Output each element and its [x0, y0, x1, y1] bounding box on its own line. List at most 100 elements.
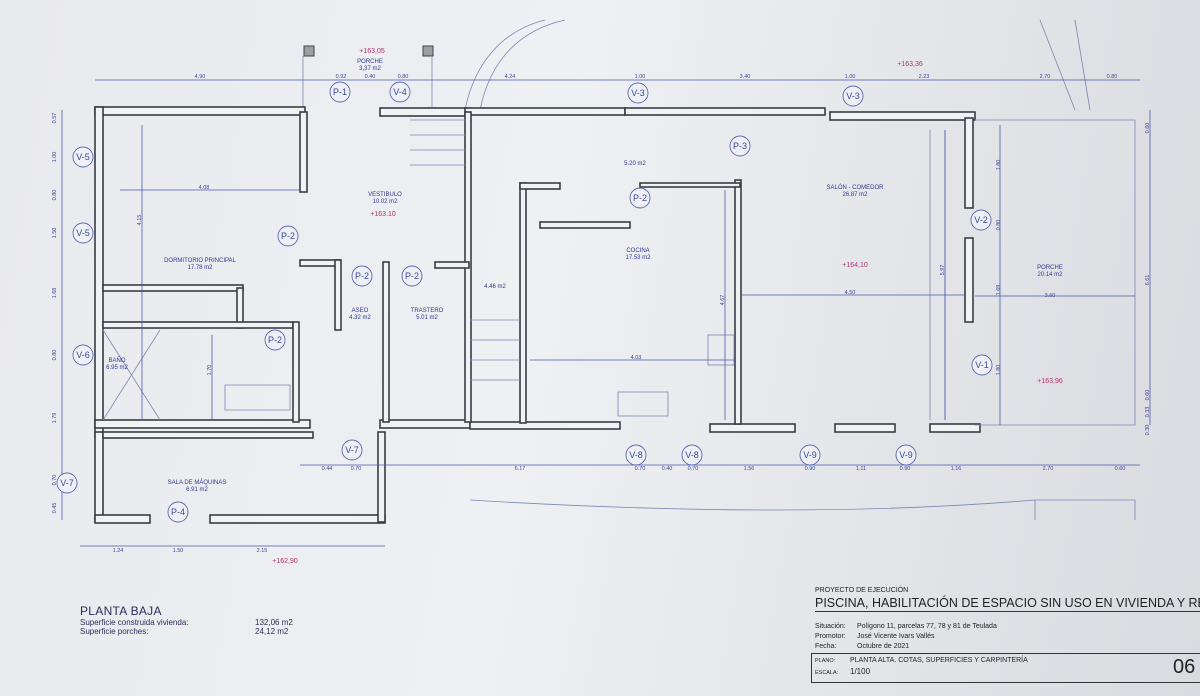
tag-label: P-2: [268, 335, 282, 345]
dimension-label: 0.44: [322, 466, 333, 472]
dimension-label: 0.60: [1145, 123, 1151, 134]
room-name: PORCHE: [1037, 265, 1063, 271]
room-name: DORMITORIO PRINCIPAL: [164, 258, 236, 264]
escala: 1/100: [850, 667, 871, 676]
tag-circle: [329, 81, 351, 103]
dimension-label: 1.00: [52, 152, 58, 163]
tag-label: V-8: [629, 450, 643, 460]
legend-label: Superficie construida vivienda:: [80, 618, 189, 627]
title-block: PROYECTO DE EJECUCIÓN PISCINA, HABILITAC…: [805, 587, 1200, 687]
dimension-label: 1.56: [744, 466, 755, 472]
tag-circle: [277, 225, 299, 247]
sheet-number: 06: [1173, 656, 1196, 678]
site-curve: [479, 19, 566, 111]
tag-circle: [167, 501, 189, 523]
room-area: 6.91 m2: [186, 487, 208, 493]
dimension-label: 0.90: [900, 466, 911, 472]
level-mark: +164,10: [842, 262, 868, 269]
dimension-label: 3.40: [740, 74, 751, 80]
dimension-label: 0.70: [635, 466, 646, 472]
bath-fixtures: [102, 329, 291, 421]
room-area: 4.46 m2: [484, 284, 506, 290]
tag-label: P-2: [281, 231, 295, 241]
tag-circle: [401, 265, 423, 287]
room-name: ASEO: [352, 308, 369, 314]
level-mark: +163,05: [359, 48, 385, 55]
promotor-label: Promotor:: [815, 633, 846, 640]
dimension-label: 1.00: [635, 74, 646, 80]
tag-label: V-2: [974, 215, 988, 225]
sink: [617, 391, 669, 417]
fecha: Octubre de 2021: [857, 643, 910, 650]
carpentry-tag: P-1: [329, 81, 351, 103]
carpentry-tag: V-5: [72, 222, 94, 244]
dimension-label: 1.11: [856, 466, 866, 472]
tag-label: P-4: [171, 507, 185, 517]
carpentry-tag: V-2: [970, 209, 992, 231]
room-name: VESTIBULO: [368, 192, 402, 198]
dimension-label: 0.80: [996, 220, 1002, 231]
dimension-label: 0.70: [52, 475, 58, 486]
room-area: 17.53 m2: [625, 255, 651, 261]
tag-circle: [264, 329, 286, 351]
escala-label: ESCALA:: [815, 670, 839, 676]
room-area: 4.32 m2: [349, 315, 371, 321]
level-mark: +163,36: [897, 61, 923, 68]
dimension-label: 4.08: [199, 185, 210, 191]
carpentry-tag: V-7: [56, 472, 78, 494]
tag-circle: [56, 472, 78, 494]
dimension-label: 0.80: [52, 350, 58, 361]
plano-box: [811, 653, 1200, 683]
dimension-label: 6.17: [515, 466, 526, 472]
cooktop: [707, 334, 735, 366]
tag-label: V-5: [76, 152, 90, 162]
project-title: PISCINA, HABILITACIÓN DE ESPACIO SIN USO…: [815, 596, 1200, 612]
plano-label: PLANO:: [815, 658, 836, 664]
legend-value: 24,12 m2: [255, 627, 289, 636]
room-area: 17.78 m2: [187, 265, 213, 271]
legend-label: Superficie porches:: [80, 627, 149, 636]
legend-row: Superficie porches: 24,12 m2: [80, 627, 293, 636]
dimension-label: 0.60: [1115, 466, 1126, 472]
level-mark: +163,96: [1037, 378, 1063, 385]
dimension-lines: [61, 79, 1151, 547]
tag-label: V-3: [631, 88, 645, 98]
tag-label: V-8: [685, 450, 699, 460]
tag-circle: [627, 82, 649, 104]
dimension-label: 2.23: [919, 74, 930, 80]
tag-circle: [971, 354, 993, 376]
dimension-label: 0.60: [1145, 390, 1151, 401]
legend-row: Superficie construida vivienda:132,06 m2: [80, 618, 293, 627]
carpentry-tag: P-2: [264, 329, 286, 351]
dimension-label: 0.45: [52, 503, 58, 514]
dimension-label: 2.15: [257, 548, 268, 554]
dimension-label: 4.03: [631, 355, 642, 361]
tag-label: V-1: [975, 360, 989, 370]
tag-label: V-5: [76, 228, 90, 238]
dimension-label: 1.69: [996, 285, 1002, 296]
carpentry-tag: V-4: [389, 81, 411, 103]
carpentry-tag: V-3: [627, 82, 649, 104]
room-area: 20.14 m2: [1037, 272, 1063, 278]
dimension-label: 0.80: [398, 74, 409, 80]
fecha-label: Fecha:: [815, 643, 837, 650]
porch-outline: [302, 56, 433, 108]
carpentry-tag: V-1: [971, 354, 993, 376]
dimension-label: 0.33: [1145, 407, 1151, 418]
plano: PLANTA ALTA. COTAS, SUPERFICIES Y CARPIN…: [850, 657, 1028, 664]
dimension-label: 2.70: [1040, 74, 1051, 80]
tag-circle: [625, 444, 647, 466]
situacion: Polígono 11, parcelas 77, 78 y 81 de Teu…: [857, 623, 997, 630]
dimension-label: 4.50: [845, 290, 856, 296]
dimension-label: 0.80: [1107, 74, 1118, 80]
promotor: José Vicente Ivars Vallés: [857, 633, 935, 640]
dimension-label: 3.60: [1045, 293, 1056, 299]
dimension-label: 0.70: [688, 466, 699, 472]
dimension-label: 1.68: [52, 288, 58, 299]
tag-circle: [799, 444, 821, 466]
site-curve: [464, 19, 546, 111]
tag-circle: [842, 85, 864, 107]
level-mark: +162,90: [272, 558, 298, 565]
dimension-label: 1.16: [951, 466, 962, 472]
carpentry-tag: P-2: [351, 265, 373, 287]
